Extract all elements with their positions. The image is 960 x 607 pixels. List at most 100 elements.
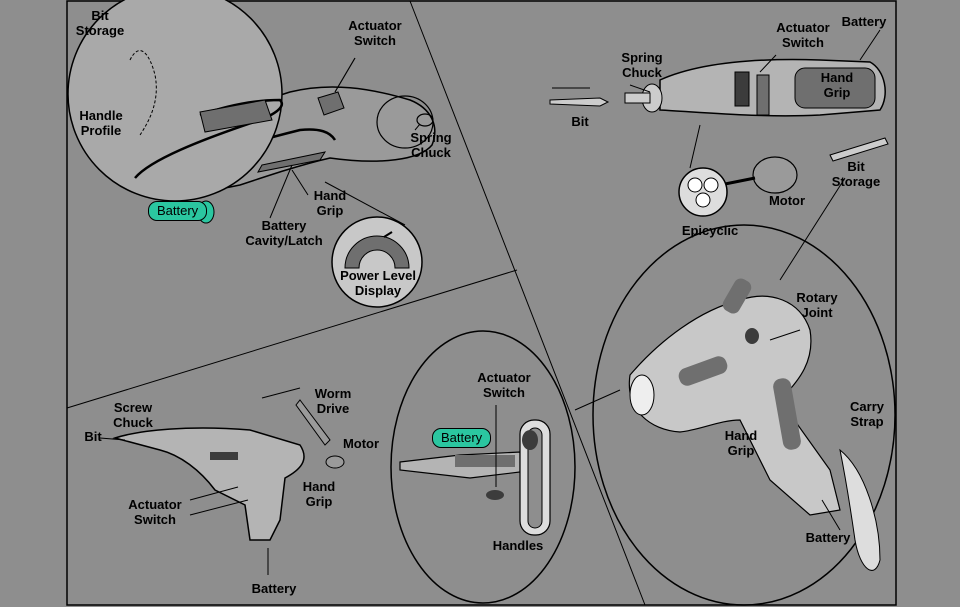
cavity-leader — [269, 164, 293, 219]
label-line: Grip — [823, 84, 851, 100]
label-line: Drive — [316, 400, 350, 416]
label-battery-bottom-right: Battery — [805, 530, 851, 545]
motor-part — [325, 455, 345, 469]
label-line: Storage — [75, 22, 125, 38]
rotary-joint-knob — [745, 328, 759, 344]
actuator-leader — [334, 57, 356, 93]
power-level-display-lens — [331, 216, 423, 308]
barrel-grip-part — [678, 356, 728, 386]
label-line: Profile — [80, 122, 122, 138]
label-bit-top-right: Bit — [571, 114, 589, 129]
planet-gear-3 — [695, 192, 711, 208]
motor-part — [752, 156, 798, 194]
label-actuator-switch-bottom-left: Actuator Switch — [120, 497, 190, 527]
display-leader — [324, 181, 406, 226]
chuck-part — [629, 374, 655, 416]
actuator-leader — [189, 486, 239, 501]
chuck-leader — [629, 84, 651, 93]
connector-line — [574, 389, 621, 411]
hand-grip-part — [794, 67, 876, 109]
label-epicyclic: Epicyclic — [681, 223, 739, 238]
label-line: Chuck — [622, 64, 662, 80]
chuck-bit-tip — [624, 92, 651, 104]
lens-bit-storage-slot — [199, 99, 273, 133]
label-line: Joint — [801, 304, 833, 320]
gauge-needle — [383, 231, 393, 238]
divider-diagonal — [409, 0, 646, 606]
label-actuator-switch-top-left: Actuator Switch — [338, 18, 412, 48]
pistol-body — [112, 427, 305, 541]
concept-bottom-left-pistol — [99, 387, 345, 575]
label-line: Chuck — [411, 144, 451, 160]
concept-bottom-right-folding — [574, 224, 896, 606]
actuator-switch-part — [522, 430, 538, 450]
carry-strap-part — [839, 448, 881, 571]
lens-circle — [390, 330, 576, 604]
label-hand-grip-top-left: Hand Grip — [305, 188, 355, 218]
label-line: Actuator — [477, 370, 531, 385]
label-handles: Handles — [492, 538, 544, 553]
label-line: Hand — [313, 188, 347, 203]
battery-cavity-latch — [257, 151, 327, 173]
label-line: Handle — [79, 108, 123, 123]
label-line: Carry — [850, 399, 884, 414]
label-line: Spring — [621, 50, 663, 65]
rotary-connector — [779, 177, 846, 281]
label-spring-chuck-top-left: Spring Chuck — [400, 130, 462, 160]
label-hand-grip-top-right: Hand Grip — [812, 70, 862, 100]
label-line: Worm — [314, 386, 352, 401]
label-line: Switch — [483, 384, 525, 400]
top-grip-part — [722, 278, 752, 314]
label-line: Display — [354, 282, 402, 298]
label-line: Actuator — [348, 18, 402, 33]
label-line: Power Level — [340, 268, 416, 283]
battery-leader — [821, 499, 841, 531]
epicyclic-gear — [678, 167, 728, 217]
label-bit-bottom-left: Bit — [84, 429, 102, 444]
planet-gear-1 — [687, 177, 703, 193]
actuator-switch-part — [317, 91, 345, 116]
label-actuator-switch-bottom-middle: Actuator Switch — [470, 370, 538, 400]
label-line: Switch — [134, 511, 176, 527]
label-rotary-joint: Rotary Joint — [792, 290, 842, 320]
label-handle-profile: Handle Profile — [70, 108, 132, 138]
label-line: Switch — [782, 34, 824, 50]
label-line: Actuator — [776, 20, 830, 35]
label-line: Battery — [261, 218, 307, 233]
battery-leader — [859, 29, 881, 61]
label-battery-bottom-left: Battery — [251, 581, 297, 596]
bit-leader — [99, 437, 126, 441]
lens-sketch-lines — [129, 50, 157, 136]
power-level-gauge — [344, 235, 410, 269]
epicyclic-connector — [689, 124, 701, 169]
label-line: Storage — [831, 173, 881, 189]
label-battery-top-right: Battery — [841, 14, 887, 29]
label-screw-chuck: Screw Chuck — [106, 400, 160, 430]
label-line: Hand — [820, 70, 854, 85]
label-line: Cavity/Latch — [245, 232, 323, 248]
actuator-leader-2 — [189, 499, 249, 516]
label-hand-grip-bottom-right: Hand Grip — [716, 428, 766, 458]
label-line: Actuator — [128, 497, 182, 512]
hand-grip-leader — [291, 169, 309, 196]
label-line: Screw — [113, 400, 153, 415]
label-line: Rotary — [796, 290, 838, 305]
concept-top-left-drill — [67, 0, 436, 308]
chuck-tip — [416, 113, 434, 127]
label-line: Chuck — [113, 414, 153, 430]
label-battery-cavity: Battery Cavity/Latch — [236, 218, 332, 248]
spring-chuck-leader — [414, 123, 421, 131]
barrel-grip — [455, 455, 515, 467]
worm-drive-sketch — [261, 387, 301, 399]
rotary-leader — [769, 329, 801, 341]
actuator-leader — [759, 54, 777, 73]
bit-part — [549, 97, 610, 107]
hand-grip-part — [773, 378, 801, 450]
actuator-switch-part — [734, 71, 750, 107]
battery-badge-bottom-middle: Battery — [432, 428, 492, 449]
switch-ring — [756, 74, 770, 116]
label-line: Spring — [410, 130, 452, 145]
concept-top-right-screwdriver — [549, 29, 889, 281]
label-line: Bit — [847, 159, 865, 174]
